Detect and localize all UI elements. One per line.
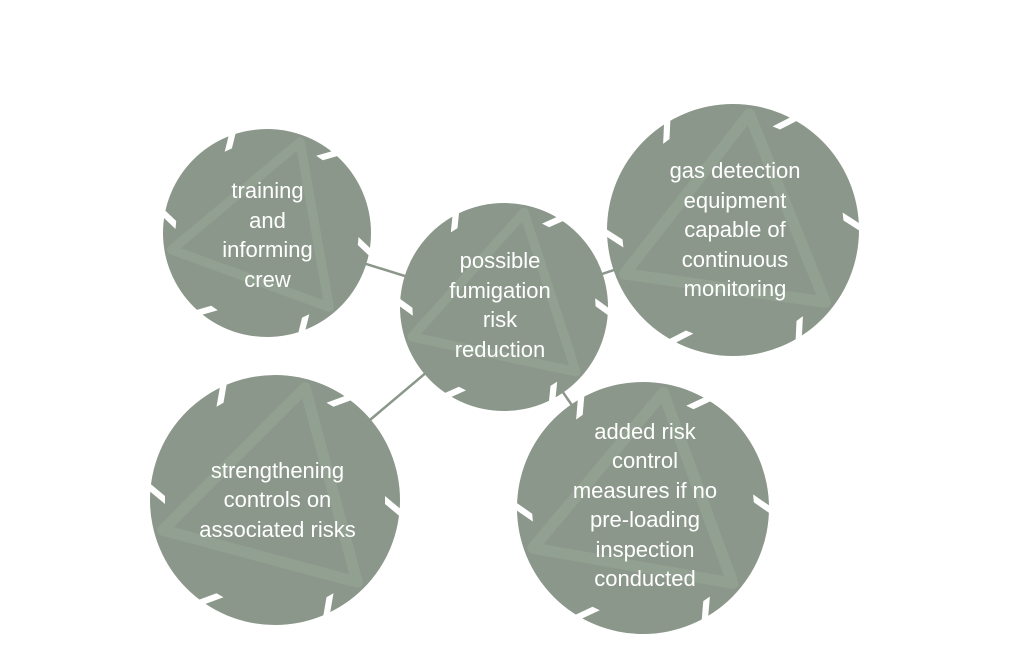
node-strengthening-controls bbox=[147, 375, 403, 625]
center-node-rim-notch bbox=[396, 296, 413, 316]
node-gas-detection bbox=[602, 104, 864, 356]
center-node-rim-notch bbox=[450, 208, 460, 233]
node-added-risk-control-rim-notch bbox=[686, 395, 715, 410]
node-gas-detection-rim-notch bbox=[665, 330, 694, 345]
node-strengthening-controls-rim-notch bbox=[326, 394, 356, 407]
center-node-rim-notch bbox=[542, 215, 568, 228]
node-strengthening-controls-rim-notch bbox=[194, 593, 224, 606]
node-gas-detection-rim-notch bbox=[663, 115, 671, 144]
node-training-rim-notch bbox=[161, 207, 177, 229]
node-strengthening-controls-rim-notch bbox=[147, 481, 165, 504]
node-added-risk-control-rim-notch bbox=[571, 606, 600, 621]
node-training-rim-notch bbox=[357, 237, 373, 259]
node-training-disc bbox=[163, 129, 371, 337]
node-training-rim-notch bbox=[297, 314, 310, 337]
node-training bbox=[161, 129, 373, 337]
node-strengthening-controls-pattern bbox=[157, 382, 363, 588]
node-added-risk-control-rim-notch bbox=[512, 500, 533, 522]
center-node-rim-notch bbox=[595, 298, 612, 318]
center-node-rim-notch bbox=[440, 386, 466, 399]
center-node-disc bbox=[400, 203, 608, 411]
node-gas-detection-rim-notch bbox=[772, 115, 801, 130]
node-training-pattern bbox=[167, 137, 334, 312]
node-gas-detection-rim-notch bbox=[842, 212, 864, 234]
center-node-pattern bbox=[407, 207, 581, 377]
circles bbox=[147, 104, 864, 634]
node-added-risk-control-disc bbox=[517, 382, 769, 634]
node-strengthening-controls-rim-notch bbox=[322, 593, 334, 621]
node-training-rim-notch bbox=[316, 150, 342, 161]
node-training-rim-notch bbox=[224, 129, 237, 152]
node-added-risk-control-rim-notch bbox=[576, 391, 585, 420]
node-added-risk-control-rim-notch bbox=[701, 596, 710, 625]
node-gas-detection-rim-notch bbox=[602, 226, 624, 248]
node-gas-detection-pattern bbox=[618, 108, 831, 308]
node-added-risk-control-rim-notch bbox=[753, 494, 774, 516]
node-strengthening-controls-disc bbox=[150, 375, 400, 625]
center-node-rim-notch bbox=[548, 381, 558, 406]
node-training-rim-notch bbox=[192, 305, 218, 316]
node-strengthening-controls-rim-notch bbox=[216, 379, 228, 407]
node-added-risk-control bbox=[512, 382, 774, 634]
node-added-risk-control-pattern bbox=[527, 386, 739, 589]
center-node bbox=[396, 203, 612, 411]
node-gas-detection-rim-notch bbox=[795, 316, 803, 345]
node-strengthening-controls-rim-notch bbox=[385, 496, 403, 519]
